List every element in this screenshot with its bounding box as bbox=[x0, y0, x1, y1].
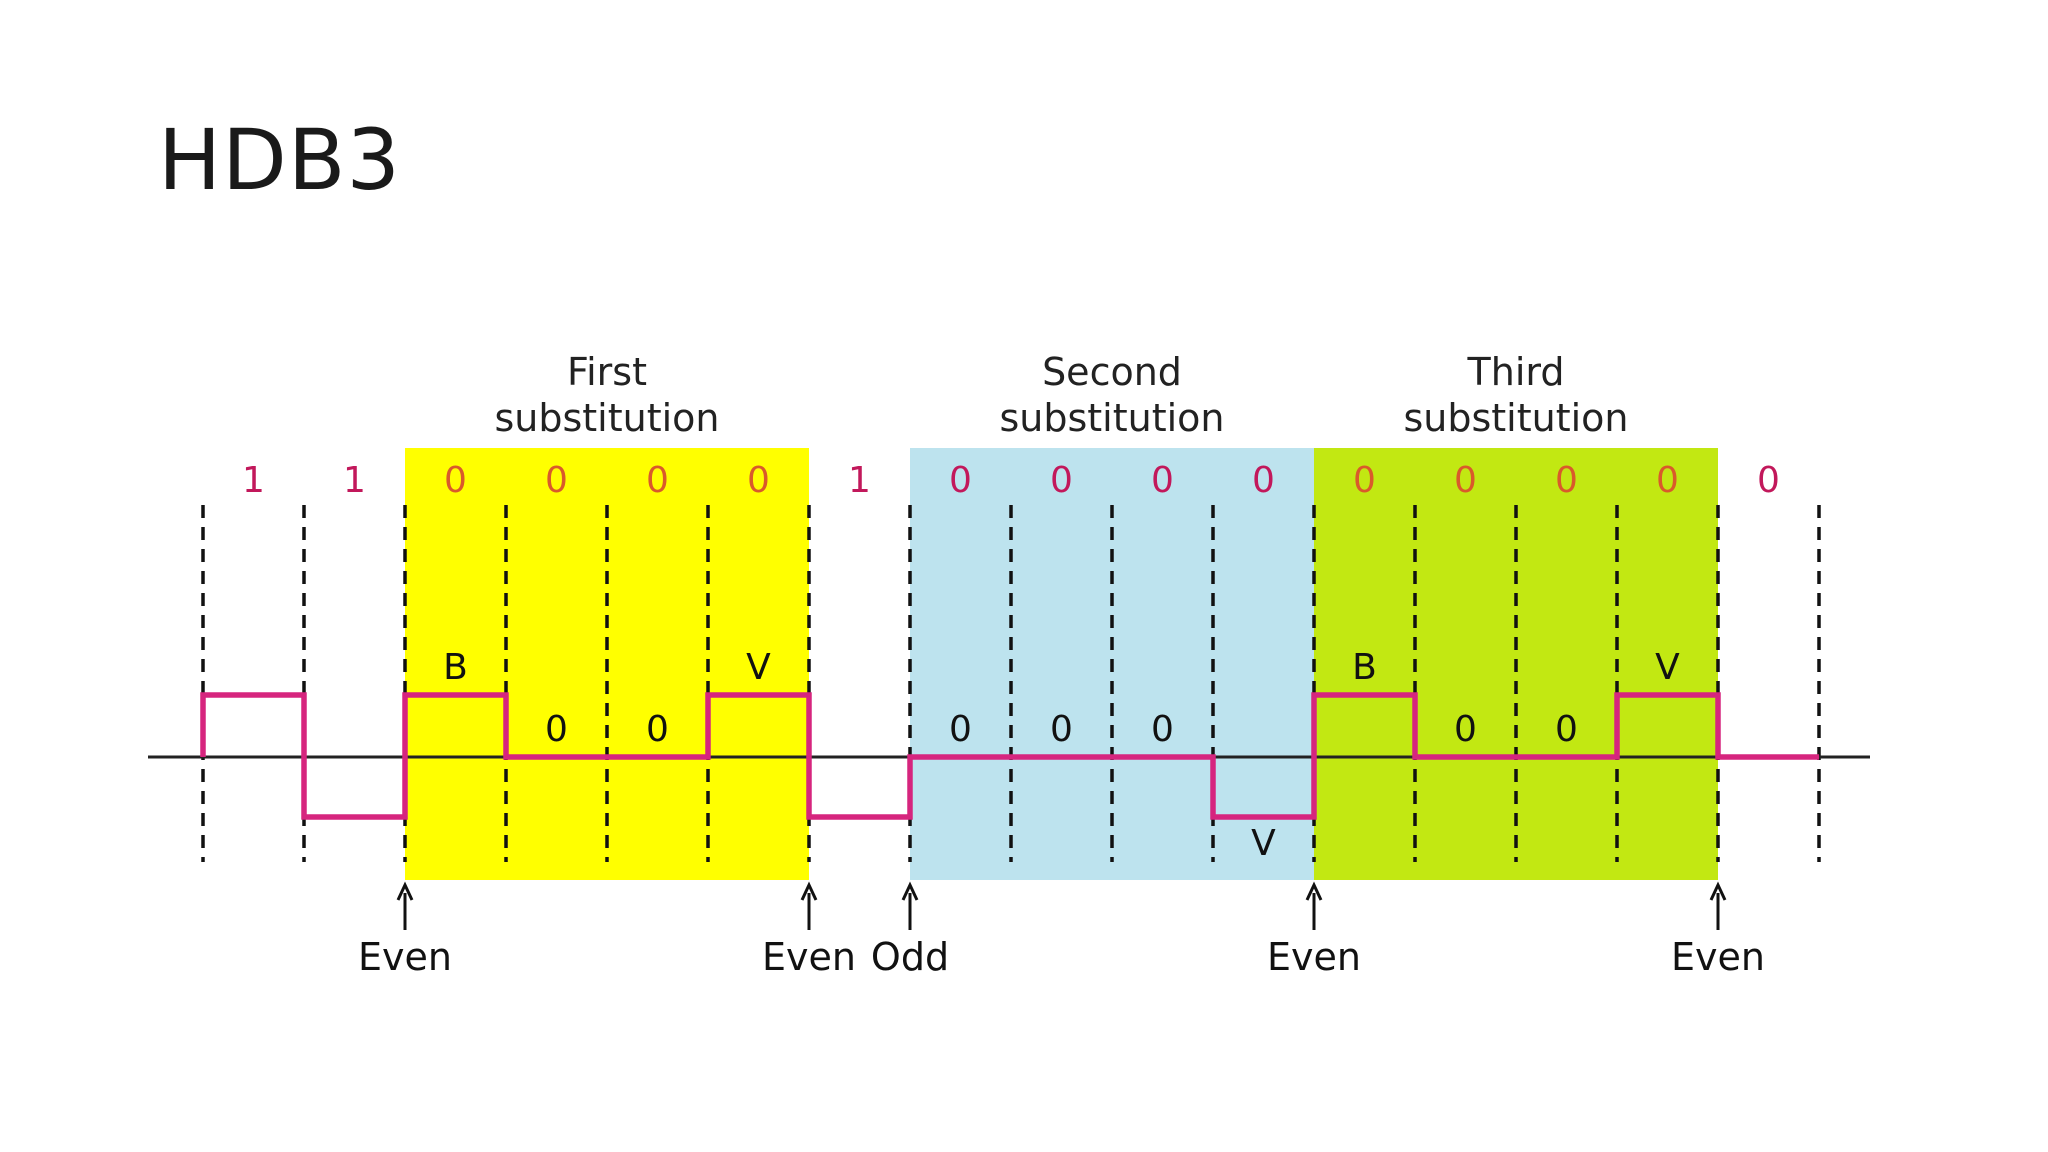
bit-label: 0 bbox=[646, 460, 669, 501]
hdb3-waveform bbox=[200, 692, 1819, 820]
pulse-label: 0 bbox=[1151, 709, 1174, 750]
parity-label: Even bbox=[358, 935, 452, 979]
bit-label: 0 bbox=[545, 460, 568, 501]
substitution-title-second: Second bbox=[1042, 350, 1182, 394]
pulse-label: B bbox=[443, 647, 468, 688]
parity-arrowhead bbox=[1305, 881, 1323, 901]
parity-label: Odd bbox=[871, 935, 949, 979]
substitution-regions bbox=[405, 448, 1718, 880]
bit-label: 1 bbox=[242, 460, 265, 501]
bit-label: 0 bbox=[1454, 460, 1477, 501]
pulse-label: B bbox=[1352, 647, 1377, 688]
bit-label: 0 bbox=[1353, 460, 1376, 501]
bit-label: 1 bbox=[343, 460, 366, 501]
pulse-label: V bbox=[1655, 647, 1680, 688]
substitution-titles: FirstsubstitutionSecondsubstitutionThird… bbox=[494, 350, 1628, 440]
parity-label: Even bbox=[1267, 935, 1361, 979]
parity-arrowhead bbox=[901, 881, 919, 901]
parity-arrowhead bbox=[396, 881, 414, 901]
bit-label: 0 bbox=[949, 460, 972, 501]
substitution-title-first: First bbox=[567, 350, 647, 394]
slide-title: HDB3 bbox=[158, 111, 401, 209]
bit-label: 0 bbox=[1252, 460, 1275, 501]
bit-label: 0 bbox=[1151, 460, 1174, 501]
pulse-label: V bbox=[746, 647, 771, 688]
bit-labels: 1 1 0 0 0 0 1 0 0 0 0 0 0 0 0 0 bbox=[242, 460, 1780, 501]
parity-label: Even bbox=[1671, 935, 1765, 979]
bit-label: 0 bbox=[747, 460, 770, 501]
parity-arrowhead bbox=[800, 881, 818, 901]
bit-label: 0 bbox=[1757, 460, 1780, 501]
substitution-subtitle-second: substitution bbox=[999, 396, 1224, 440]
substitution-subtitle-third: substitution bbox=[1403, 396, 1628, 440]
bit-label: 0 bbox=[444, 460, 467, 501]
pulse-label: 0 bbox=[1454, 709, 1477, 750]
substitution-subtitle-first: substitution bbox=[494, 396, 719, 440]
pulse-label: 0 bbox=[1555, 709, 1578, 750]
pulse-label: 0 bbox=[545, 709, 568, 750]
pulse-label: 0 bbox=[949, 709, 972, 750]
substitution-title-third: Third bbox=[1467, 350, 1565, 394]
bit-label: 0 bbox=[1656, 460, 1679, 501]
parity-markers: Even Even Odd Even Even bbox=[358, 881, 1765, 979]
hdb3-signal bbox=[200, 692, 1819, 820]
pulse-label: 0 bbox=[646, 709, 669, 750]
bit-label: 0 bbox=[1050, 460, 1073, 501]
parity-arrowhead bbox=[1709, 881, 1727, 901]
bit-label: 0 bbox=[1555, 460, 1578, 501]
parity-label: Even bbox=[762, 935, 856, 979]
bit-label: 1 bbox=[848, 460, 871, 501]
pulse-label: V bbox=[1251, 823, 1276, 864]
pulse-label: 0 bbox=[1050, 709, 1073, 750]
